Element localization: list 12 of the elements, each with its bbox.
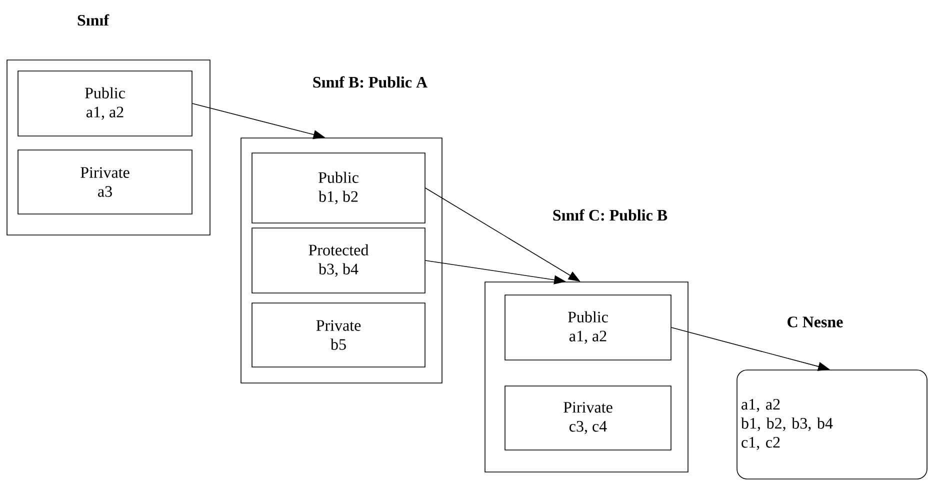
access-box: Public a1, a2 <box>504 294 672 360</box>
access-box: Private b5 <box>252 302 426 368</box>
access-box: Pirivate a3 <box>18 150 192 214</box>
access-box: Public a1, a2 <box>18 70 192 136</box>
object-title: C Nesne <box>788 316 843 328</box>
access-box: Protected b3, b4 <box>252 228 426 294</box>
access-box: Public b1, b2 <box>252 152 426 224</box>
class-title: Sınıf <box>78 14 110 26</box>
class-title: Sınıf B: Public A <box>313 76 428 88</box>
access-box: Pirivate c3, c4 <box>504 386 672 450</box>
object-box: a1, a2 b1, b2, b3, b4 c1, c2 <box>736 370 928 480</box>
class-title: Sınıf C: Public B <box>553 209 668 221</box>
